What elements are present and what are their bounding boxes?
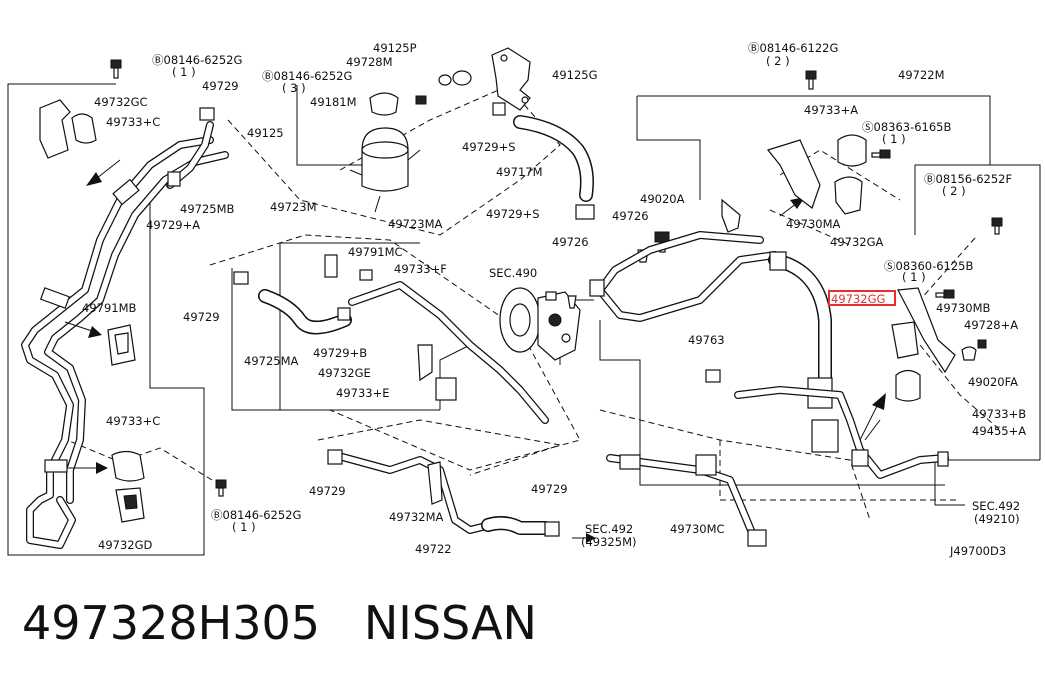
pressure-hose-49720	[589, 198, 839, 453]
label-49725mb: 49725MB	[180, 202, 235, 216]
label-49732ga: 49732GA	[830, 235, 883, 249]
label-screw-08363-6165b: Ⓢ08363-6165B	[862, 120, 951, 134]
label-49455a: 49455+A	[972, 424, 1026, 438]
bolt-icons	[110, 59, 1003, 497]
label-49730mc: 49730MC	[670, 522, 725, 536]
direction-arrows	[64, 159, 886, 543]
clip-49732gd	[115, 487, 145, 523]
label-bolt-08146-6122g: Ⓑ08146-6122G	[748, 41, 838, 55]
parts-diagram: Ⓑ08146-6252G ( 1 ) 49729 49125P 49728M Ⓑ…	[7, 41, 1041, 558]
label-sec492-b-sub: (49210)	[974, 512, 1020, 526]
bolt-icon	[977, 339, 987, 349]
label-49763: 49763	[688, 333, 725, 347]
label-49722m: 49722M	[898, 68, 945, 82]
label-sec490: SEC.490	[489, 266, 537, 280]
label-bolt-08156-6252f: Ⓑ08156-6252F	[924, 172, 1012, 186]
label-49726-b: 49726	[552, 235, 589, 249]
label-49726-a: 49726	[612, 209, 649, 223]
clip-49733c-bottom	[111, 450, 145, 482]
clamp-49733a	[834, 134, 867, 215]
label-49791mc: 49791MC	[348, 245, 403, 259]
bolt-icon	[991, 217, 1003, 235]
hose-49717m	[492, 102, 595, 220]
label-qty: ( 3 )	[282, 81, 306, 95]
bolt-icon	[805, 70, 817, 90]
label-qty: ( 2 )	[942, 184, 966, 198]
label-49125p: 49125P	[373, 41, 417, 55]
label-49730ma: 49730MA	[786, 217, 841, 231]
label-49020fa: 49020FA	[968, 375, 1018, 389]
label-49729-top: 49729	[202, 79, 239, 93]
label-49729-mid: 49729	[183, 310, 220, 324]
label-49729-right: 49729	[531, 482, 568, 496]
label-49722: 49722	[415, 542, 452, 556]
label-49723m: 49723M	[270, 200, 317, 214]
label-qty: ( 1 )	[172, 65, 196, 79]
cap-49125p	[415, 70, 472, 105]
reservoir-bracket	[491, 47, 531, 111]
part-number-caption: 497328H305 NISSAN	[22, 596, 537, 650]
bolt-icon	[935, 289, 955, 299]
label-49729b: 49729+B	[313, 346, 367, 360]
label-bolt-08146-6252g-top: Ⓑ08146-6252G	[152, 53, 242, 67]
label-49733b: 49733+B	[972, 407, 1026, 421]
label-49725ma: 49725MA	[244, 354, 299, 368]
highlight-box	[828, 290, 896, 306]
label-49125: 49125	[247, 126, 284, 140]
label-49181m: 49181M	[310, 95, 357, 109]
label-49733c-top: 49733+C	[106, 115, 160, 129]
label-49733a: 49733+A	[804, 103, 858, 117]
label-49723ma: 49723MA	[388, 217, 443, 231]
clip-49791mb	[107, 324, 136, 366]
label-49020a: 49020A	[640, 192, 685, 206]
clip-49732gc	[39, 99, 97, 159]
label-49729s-2: 49729+S	[486, 207, 540, 221]
label-49729-bottom: 49729	[309, 484, 346, 498]
label-49791mb: 49791MB	[82, 301, 137, 315]
bracket-49730mb	[891, 287, 977, 402]
label-screw-08360-6125b: Ⓢ08360-6125B	[884, 259, 973, 273]
diagram-id: J49700D3	[949, 544, 1006, 558]
hose-49722	[327, 449, 560, 537]
label-qty: ( 1 )	[232, 520, 256, 534]
label-49733e: 49733+E	[336, 386, 390, 400]
label-49732gg-highlighted: 49732GG	[831, 292, 885, 306]
clip-49729-mid	[233, 271, 249, 285]
label-49729a: 49729+A	[146, 218, 200, 232]
label-qty: ( 2 )	[766, 54, 790, 68]
label-49733f: 49733+F	[394, 262, 447, 276]
left-pipe-assembly	[21, 136, 229, 549]
label-49732ma: 49732MA	[389, 510, 444, 524]
label-bolt-08146-6252g-mid: Ⓑ08146-6252G	[262, 69, 352, 83]
bolt-icon	[871, 149, 891, 159]
label-49733c-bottom: 49733+C	[106, 414, 160, 428]
label-sec492-a-sub: (49325M)	[581, 535, 636, 549]
clip-49729-top	[199, 107, 215, 121]
label-49732gd: 49732GD	[98, 538, 152, 552]
reservoir-tank	[349, 92, 421, 213]
bolt-icon	[110, 59, 122, 79]
label-49730mb: 49730MB	[936, 301, 991, 315]
label-qty: ( 1 )	[902, 270, 926, 284]
label-qty: ( 1 )	[882, 132, 906, 146]
pipe-49723ma	[324, 254, 549, 424]
bracket-49730ma	[766, 139, 821, 209]
label-49732gc: 49732GC	[94, 95, 148, 109]
power-steering-pump	[499, 287, 581, 361]
label-sec492-b: SEC.492	[972, 499, 1020, 513]
label-49125g: 49125G	[552, 68, 598, 82]
label-49717m: 49717M	[496, 165, 543, 179]
label-sec492-a: SEC.492	[585, 522, 633, 536]
label-49732ge: 49732GE	[318, 366, 371, 380]
bolt-icon	[215, 479, 227, 497]
return-pipe-49763	[705, 369, 949, 479]
label-49729s: 49729+S	[462, 140, 516, 154]
pipe-49725mb	[166, 121, 214, 189]
bracket-49730mc	[606, 454, 767, 547]
label-49728a: 49728+A	[964, 318, 1018, 332]
hose-49725ma	[258, 289, 352, 335]
part-labels: Ⓑ08146-6252G ( 1 ) 49729 49125P 49728M Ⓑ…	[82, 41, 1026, 558]
label-bolt-08146-6252g-bottom: Ⓑ08146-6252G	[211, 508, 301, 522]
label-49728m: 49728M	[346, 55, 393, 69]
